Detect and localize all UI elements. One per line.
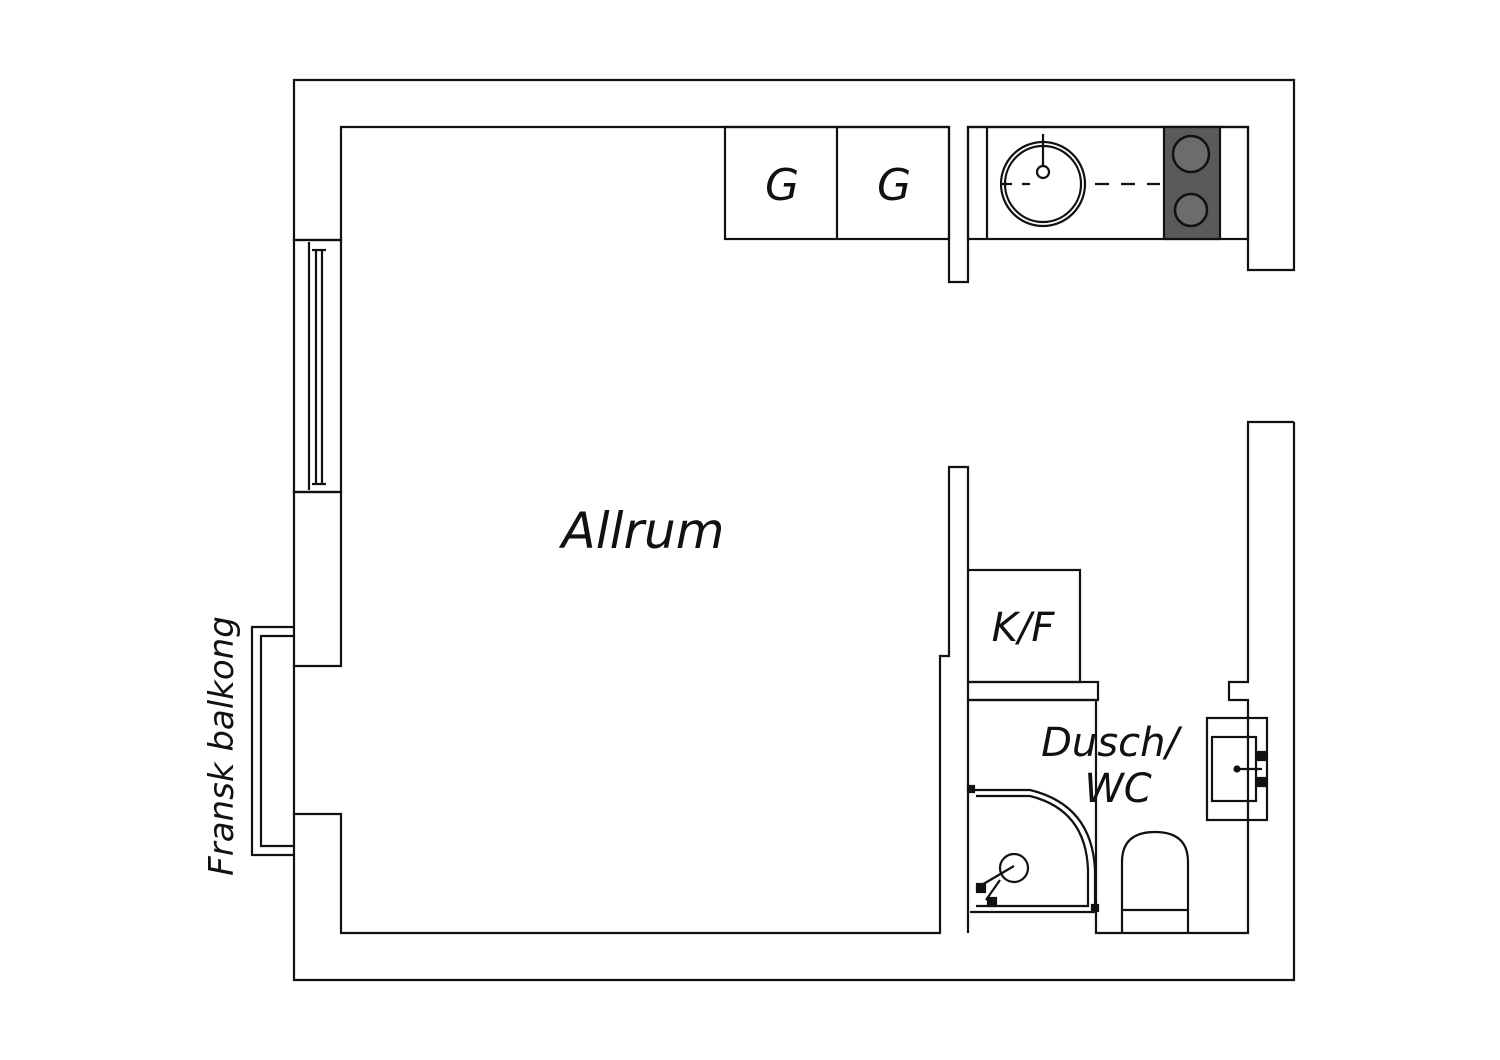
window <box>292 238 343 494</box>
fridge-freezer <box>966 568 1100 702</box>
bathroom-sink <box>1205 716 1269 822</box>
shower-drain <box>998 852 1030 884</box>
room-label-bathroom-line1: Dusch/ <box>1041 720 1183 766</box>
stove <box>1162 125 1222 241</box>
room-label-living: Allrum <box>559 502 725 560</box>
balcony-label: Fransk balkong <box>202 616 242 876</box>
shower <box>966 784 1100 914</box>
wardrobe-unit <box>723 125 951 241</box>
fridge-freezer-label: K/F <box>992 605 1056 651</box>
toilet <box>1120 830 1190 933</box>
wardrobe-label-1: G <box>765 160 799 211</box>
outer-wall-west-lower <box>292 490 343 668</box>
french-balcony-railing <box>250 625 296 857</box>
east-wall-segment <box>966 420 1294 935</box>
room-label-bathroom-line2: WC <box>1084 766 1152 812</box>
outer-wall-east <box>292 422 1296 982</box>
wardrobe-label-2: G <box>877 160 911 211</box>
kitchen-counter <box>966 125 1250 241</box>
